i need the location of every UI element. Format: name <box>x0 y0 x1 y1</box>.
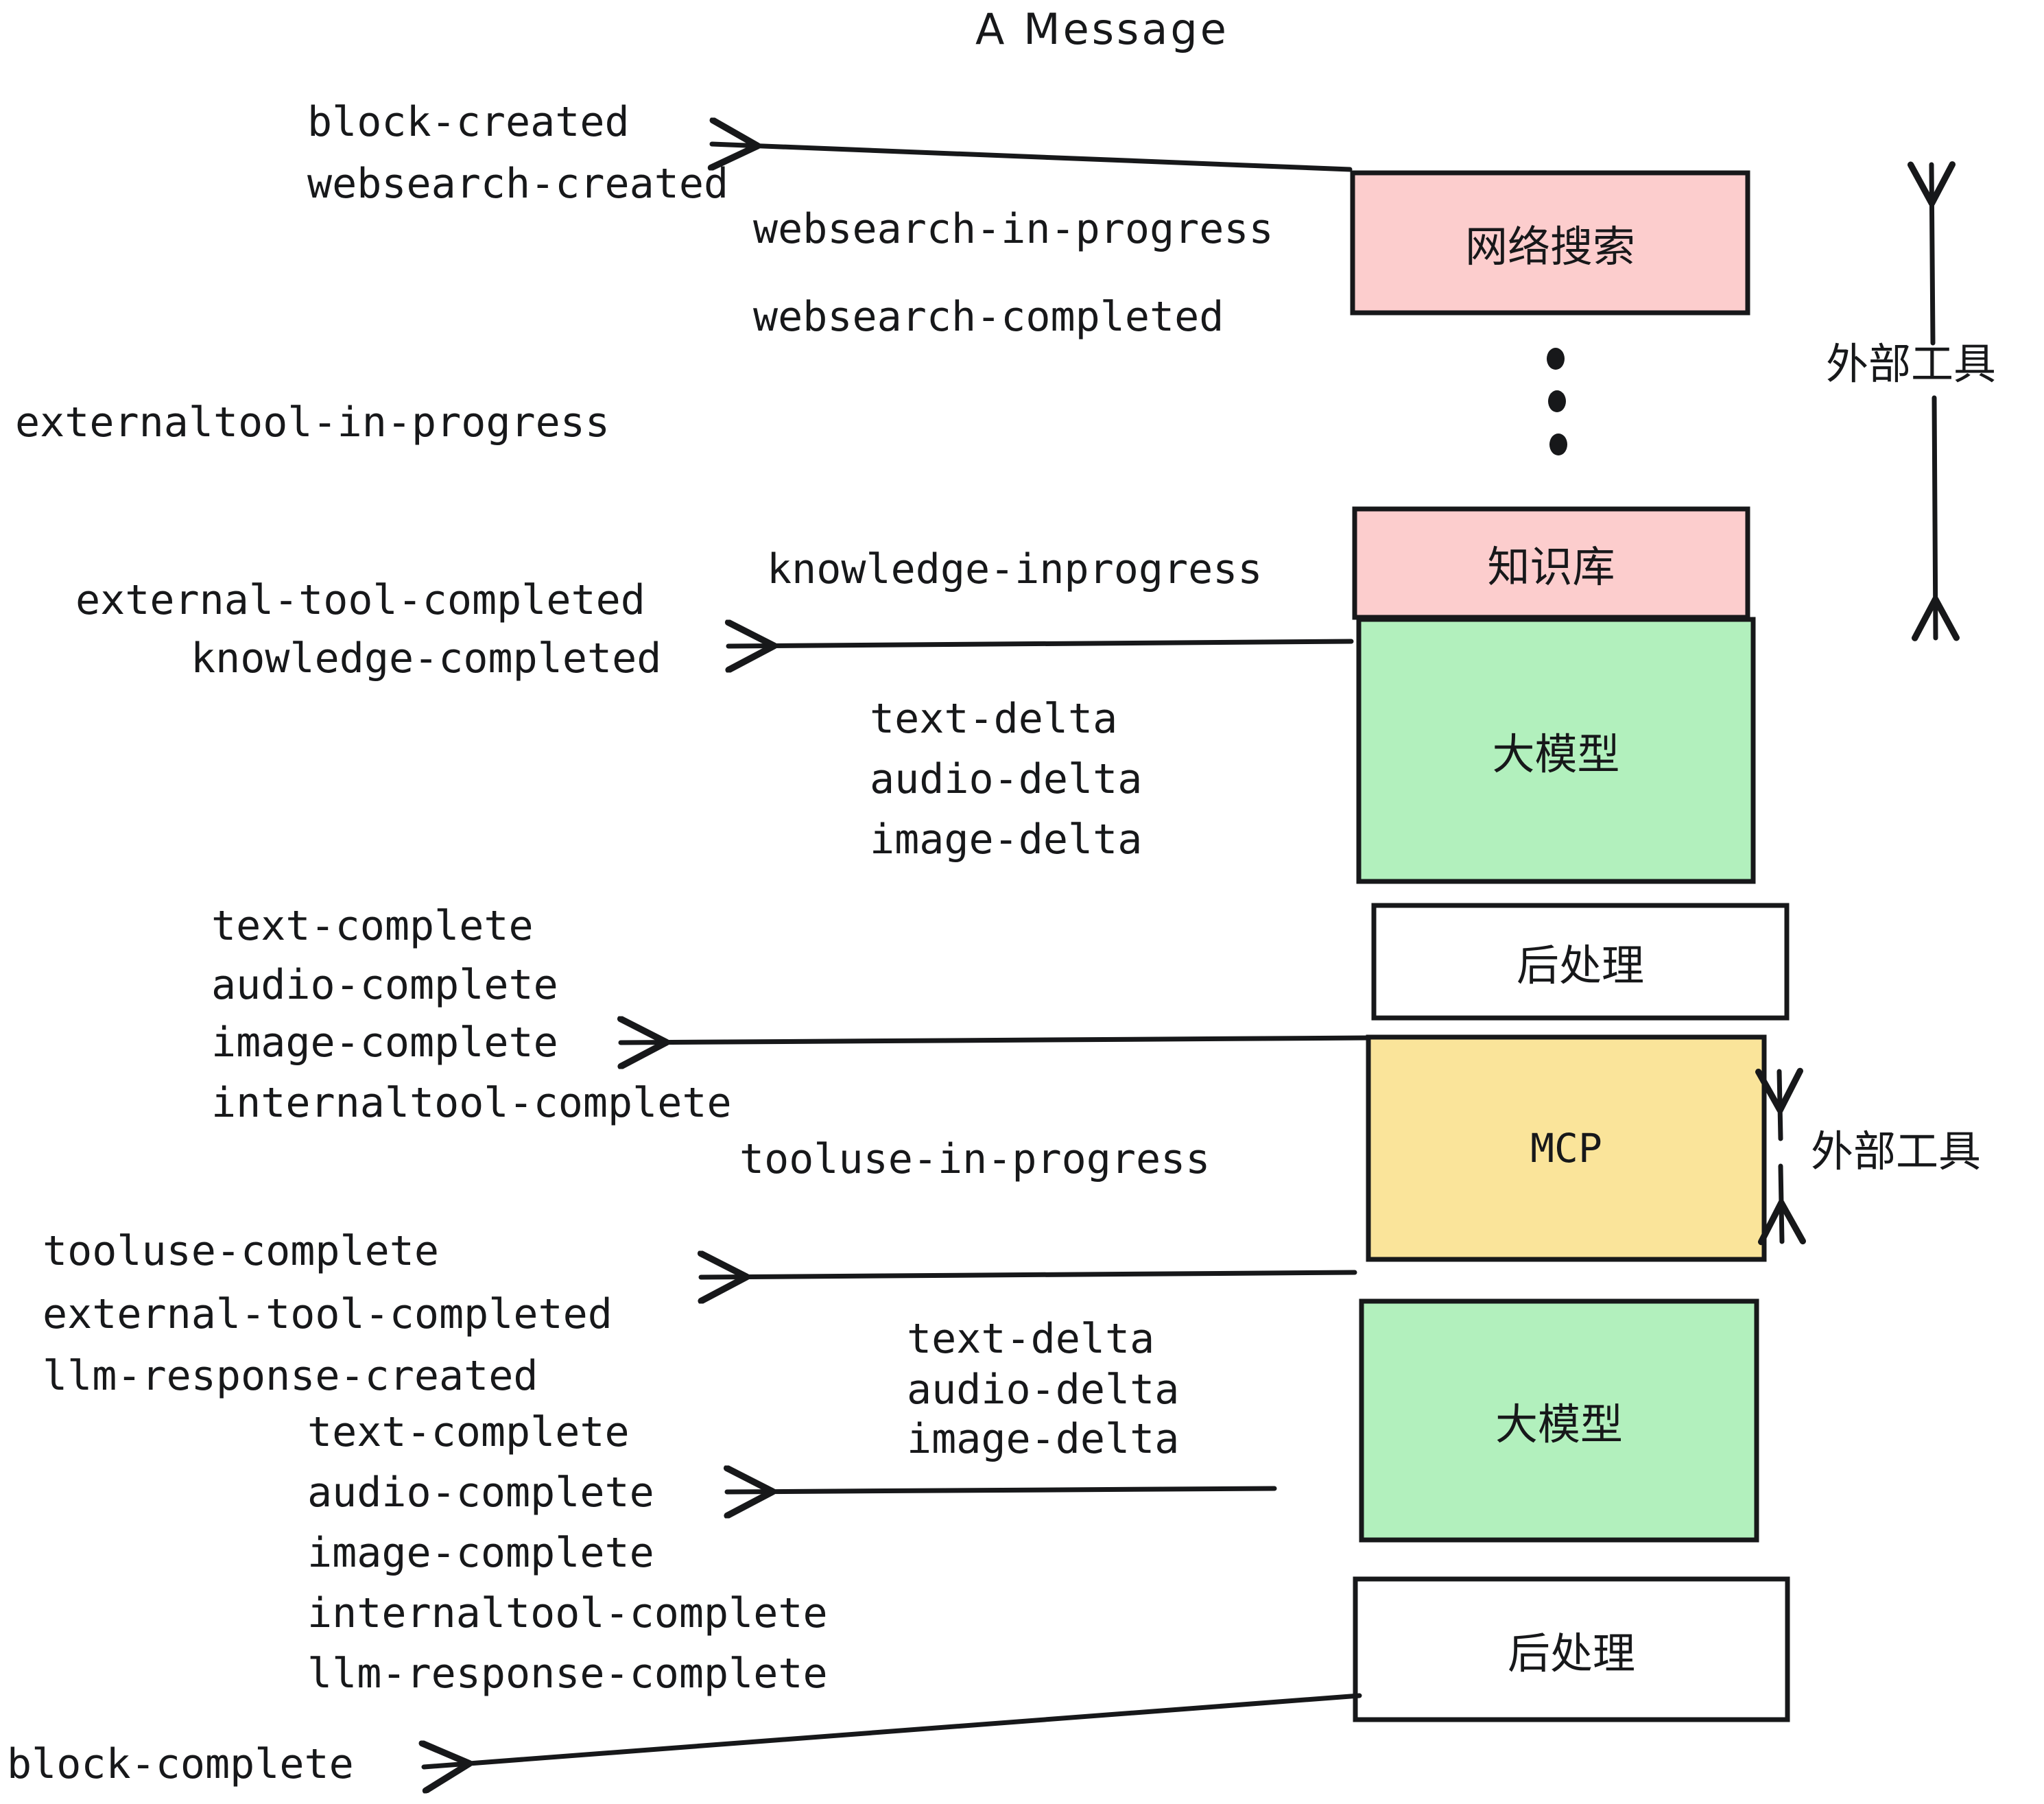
bracket-external-tool-bottom-lower <box>1758 1163 1806 1246</box>
event-text-delta-1: text-delta <box>870 695 1118 743</box>
event-knowledge-completed: knowledge-completed <box>191 634 662 683</box>
bracket-external-tool-bottom <box>1755 1067 1803 1141</box>
event-text-complete-2: text-complete <box>307 1408 630 1456</box>
event-internaltool-complete-1: internaltool-complete <box>211 1079 732 1127</box>
box-knowledge-base-rect <box>1352 506 1750 620</box>
event-websearch-in-progress: websearch-in-progress <box>753 205 1274 253</box>
external-tool-brackets <box>1755 161 1960 1246</box>
event-audio-delta-2: audio-delta <box>907 1366 1180 1414</box>
bracket-external-tool-top-lower <box>1912 395 1960 641</box>
event-arrows <box>424 144 1371 1767</box>
event-audio-delta-1: audio-delta <box>870 755 1143 803</box>
event-websearch-created: websearch-created <box>307 160 729 208</box>
event-external-tool-completed-2: external-tool-completed <box>43 1290 613 1338</box>
event-externaltool-in-progress: externaltool-in-progress <box>15 399 610 447</box>
box-mcp-rect <box>1366 1034 1767 1262</box>
event-tooluse-complete: tooluse-complete <box>43 1227 439 1275</box>
arrow-tooluse-complete <box>701 1272 1357 1277</box>
event-image-complete-1: image-complete <box>211 1019 558 1067</box>
event-block-complete: block-complete <box>7 1740 354 1788</box>
arrow-audio-complete <box>727 1488 1277 1492</box>
event-knowledge-inprogress: knowledge-inprogress <box>767 545 1263 593</box>
event-internaltool-complete-2: internaltool-complete <box>307 1589 828 1637</box>
event-websearch-completed: websearch-completed <box>753 293 1224 341</box>
event-external-tool-completed-1: external-tool-completed <box>75 576 645 624</box>
box-postprocess-second-rect <box>1353 1576 1790 1722</box>
arrow-knowledge-completed <box>728 641 1354 646</box>
box-web-search-rect <box>1350 170 1750 316</box>
event-llm-response-created: llm-response-created <box>43 1352 538 1400</box>
event-image-complete-2: image-complete <box>307 1529 654 1577</box>
event-llm-response-complete: llm-response-complete <box>307 1650 828 1698</box>
event-block-created: block-created <box>307 98 630 146</box>
arrow-block-complete <box>424 1693 1362 1767</box>
arrow-image-complete <box>621 1038 1371 1043</box>
event-tooluse-in-progress: tooluse-in-progress <box>739 1135 1211 1183</box>
page-title: A Message <box>975 4 1229 54</box>
process-boxes <box>1350 170 1790 1722</box>
event-image-delta-1: image-delta <box>870 816 1143 864</box>
event-audio-complete-2: audio-complete <box>307 1469 654 1517</box>
event-text-complete-1: text-complete <box>211 902 534 950</box>
box-postprocess-first-rect <box>1371 903 1790 1021</box>
arrow-block-created <box>712 144 1353 172</box>
box-llm-second-rect <box>1359 1298 1759 1543</box>
event-audio-complete-1: audio-complete <box>211 961 558 1009</box>
vertical-ellipsis-icon <box>1547 348 1567 455</box>
box-llm-first-rect <box>1356 617 1756 884</box>
bracket-external-tool-top <box>1908 161 1956 346</box>
event-image-delta-2: image-delta <box>907 1415 1180 1463</box>
side-label-external-tool-top: 外部工具 <box>1826 339 1997 389</box>
event-text-delta-2: text-delta <box>907 1315 1155 1363</box>
side-label-external-tool-bottom: 外部工具 <box>1811 1126 1982 1176</box>
